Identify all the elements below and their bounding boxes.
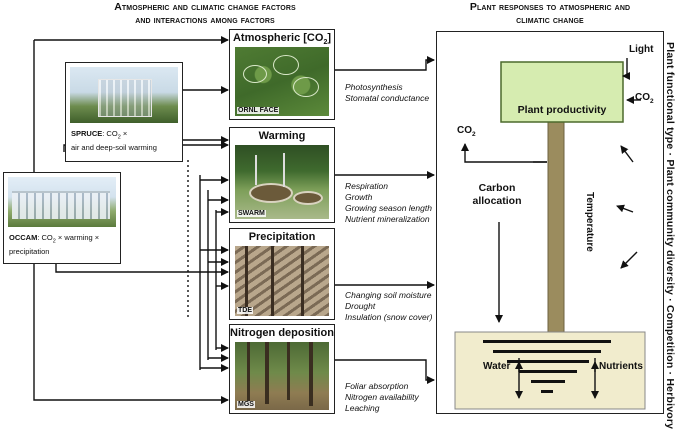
light-label: Light [629, 44, 654, 55]
process-item: Drought [345, 301, 376, 311]
process-item: Growing season length [345, 203, 432, 213]
process-item: Respiration [345, 181, 388, 191]
plant-stem [547, 121, 565, 335]
processes-nitrogen: Foliar absorption Nitrogen availability … [345, 381, 419, 414]
temperature-label: Temperature [584, 192, 595, 252]
side-label: Plant functional type · Plant community … [664, 42, 676, 429]
right-heading-line-2: climatic change [516, 14, 584, 26]
right-heading: Plant responses to atmospheric and clima… [430, 1, 670, 27]
tde-photo: TDE [235, 246, 329, 316]
arrow-to-nitrogen [33, 262, 229, 404]
plant-diagram [454, 58, 646, 410]
left-heading-line-1: Atmospheric and climatic change factors [114, 1, 296, 13]
root-system [483, 340, 611, 393]
process-item: Growth [345, 192, 373, 202]
process-item: Nutrient mineralization [345, 214, 430, 224]
spruce-caption: SPRUCE: CO2 × air and deep-soil warming [71, 129, 181, 153]
temperature-arrow-down [620, 251, 638, 269]
site-label-swarm: SWARM [237, 210, 266, 217]
occam-caption: OCCAM: CO2 × warming × precipitation [9, 233, 121, 257]
process-item: Changing soil moisture [345, 290, 432, 300]
processes-warming: Respiration Growth Growing season length… [345, 181, 432, 225]
nutrients-label: Nutrients [599, 361, 643, 372]
spruce-experiment-box: SPRUCE: CO2 × air and deep-soil warming [65, 62, 183, 162]
co2-in-label: CO2 [635, 92, 654, 105]
plant-productivity-label: Plant productivity [517, 104, 607, 116]
left-heading-line-2: and interactions among factors [135, 14, 275, 26]
process-item: Foliar absorption [345, 381, 409, 391]
processes-co2: Photosynthesis Stomatal conductance [345, 82, 429, 104]
occam-caption-line-2: precipitation [9, 247, 50, 256]
processes-precipitation: Changing soil moisture Drought Insulatio… [345, 290, 432, 323]
water-label: Water [483, 361, 511, 372]
process-item: Nitrogen availability [345, 392, 419, 402]
site-label-tde: TDE [237, 307, 253, 314]
temperature-arrow-up [620, 145, 634, 163]
factor-title-warming: Warming [258, 130, 306, 142]
plant-canopy [500, 61, 624, 123]
occam-name: OCCAM [9, 233, 38, 242]
factor-atmospheric-co2: Atmospheric [CO2] ORNL FACE [229, 29, 335, 120]
process-item: Photosynthesis [345, 82, 403, 92]
process-item: Insulation (snow cover) [345, 312, 433, 322]
co2-out-label: CO2 [457, 125, 476, 138]
spruce-name: SPRUCE [71, 129, 103, 138]
swarm-photo: SWARM [235, 145, 329, 219]
process-item: Stomatal conductance [345, 93, 430, 103]
carbon-allocation-label: Carbon allocation [472, 182, 522, 207]
spruce-caption-line-2: air and deep-soil warming [71, 143, 157, 152]
spruce-photo [70, 67, 178, 123]
arrow-nitrogen-to-plant [334, 359, 435, 384]
left-heading: Atmospheric and climatic change factors … [55, 1, 355, 27]
process-item: Leaching [345, 403, 380, 413]
factor-title-nitrogen: Nitrogen deposition [230, 327, 334, 339]
temperature-arrow-mid [616, 204, 634, 213]
site-label-mgs: MGS [237, 401, 255, 408]
factor-warming: Warming SWARM [229, 127, 335, 223]
factor-title-precipitation: Precipitation [248, 231, 316, 243]
occam-photo [8, 177, 116, 227]
plant-response-panel: Plant productivity Light CO2 CO2 Carbon … [436, 31, 664, 414]
right-heading-line-1: Plant responses to atmospheric and [469, 1, 631, 13]
co2-out-arrow [461, 143, 547, 163]
site-label-ornl-face: ORNL FACE [237, 107, 280, 114]
occam-experiment-box: OCCAM: CO2 × warming × precipitation [3, 172, 121, 264]
mgs-photo: MGS [235, 342, 329, 410]
factor-nitrogen-deposition: Nitrogen deposition MGS [229, 324, 335, 414]
ornl-face-photo: ORNL FACE [235, 47, 329, 116]
arrow-co2-to-plant [334, 56, 435, 71]
factor-precipitation: Precipitation TDE [229, 228, 335, 320]
arrow-occam-precip [55, 262, 229, 276]
factor-title-co2: Atmospheric [CO2] [232, 32, 332, 47]
